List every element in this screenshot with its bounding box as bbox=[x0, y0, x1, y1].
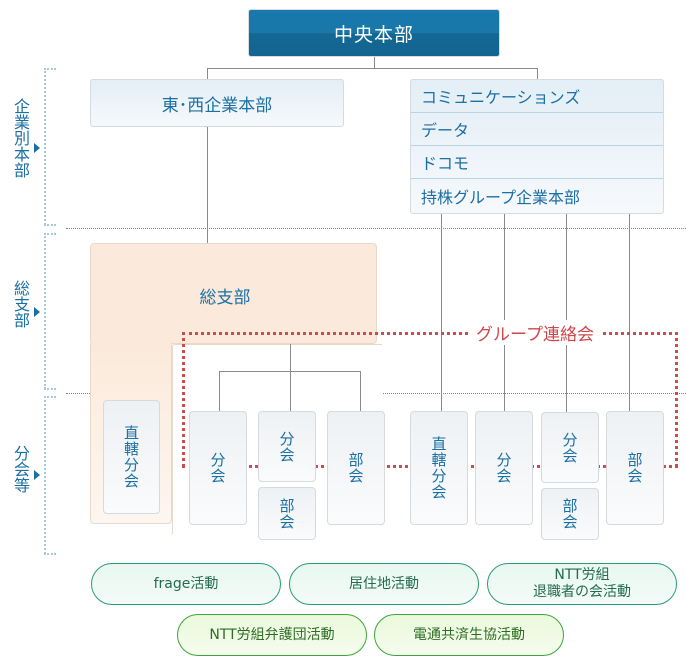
unit-bunkai-right[interactable]: 分会 bbox=[475, 411, 533, 525]
corp-item-communications[interactable]: コミュニケーションズ bbox=[411, 80, 663, 113]
bracket-tick bbox=[44, 553, 56, 555]
connector bbox=[290, 344, 291, 412]
activity-label: frage活動 bbox=[153, 575, 219, 592]
unit-bukai-left[interactable]: 部会 bbox=[327, 411, 385, 525]
bracket-tick bbox=[44, 388, 56, 390]
activity-label: 居住地活動 bbox=[349, 575, 419, 592]
unit-bunkai-left[interactable]: 分会 bbox=[189, 411, 247, 525]
arrow-right-icon bbox=[34, 470, 40, 480]
connector bbox=[207, 68, 537, 69]
unit-label: 部会 bbox=[346, 452, 365, 484]
connector bbox=[504, 214, 505, 412]
unit-label: 部会 bbox=[560, 498, 579, 530]
unit-label: 分会 bbox=[277, 430, 296, 463]
corp-item-holdings[interactable]: 持株グループ企業本部 bbox=[421, 187, 581, 207]
unit-label: 分会 bbox=[560, 431, 579, 464]
central-hq-box[interactable]: 中央本部 bbox=[248, 9, 500, 57]
unit-bukai-right[interactable]: 部会 bbox=[606, 411, 664, 525]
unit-label: 部会 bbox=[625, 452, 644, 484]
connector bbox=[441, 214, 442, 412]
side-label-enterprise: 企業別本部 bbox=[11, 98, 30, 178]
connector bbox=[207, 68, 208, 244]
bracket-tick bbox=[44, 233, 56, 235]
activity-label-line1: NTT労組 bbox=[554, 567, 610, 583]
unit-direct-right[interactable]: 直轄分会 bbox=[410, 411, 468, 525]
bracket-units bbox=[44, 396, 46, 554]
unit-label: 直轄分会 bbox=[429, 436, 448, 500]
activity-residence[interactable]: 居住地活動 bbox=[289, 563, 479, 605]
group-liaison-border bbox=[675, 332, 678, 467]
side-label-units: 分会等 bbox=[11, 445, 30, 493]
unit-direct-left[interactable]: 直轄分会 bbox=[103, 400, 160, 514]
group-liaison-label: グループ連絡会 bbox=[470, 320, 600, 345]
branch-label: 総支部 bbox=[199, 288, 251, 308]
unit-label: 分会 bbox=[494, 452, 513, 484]
connector bbox=[566, 214, 567, 412]
bracket-tick bbox=[44, 396, 56, 398]
corp-item-data[interactable]: データ bbox=[411, 113, 663, 146]
bracket-tick bbox=[44, 224, 56, 226]
group-liaison-border bbox=[182, 332, 185, 467]
arrow-right-icon bbox=[34, 307, 40, 317]
bracket-branch bbox=[44, 233, 46, 389]
group-liaison-border bbox=[182, 332, 678, 335]
activity-label-line2: 退職者の会活動 bbox=[533, 584, 631, 600]
unit-bunkai2-right[interactable]: 分会 bbox=[541, 412, 599, 483]
bracket-tick bbox=[44, 68, 56, 70]
unit-bunkai2-left[interactable]: 分会 bbox=[258, 411, 316, 482]
corp-item-docomo[interactable]: ドコモ bbox=[411, 146, 663, 179]
activity-lawyers[interactable]: NTT労組弁護団活動 bbox=[177, 614, 367, 656]
corp-list-box: コミュニケーションズ データ ドコモ 持株グループ企業本部 bbox=[410, 79, 664, 214]
unit-label: 分会 bbox=[208, 452, 227, 484]
unit-bukai-small-left[interactable]: 部会 bbox=[258, 487, 316, 540]
bracket-enterprise bbox=[44, 68, 46, 225]
branch-box[interactable] bbox=[90, 243, 377, 344]
activity-retirees[interactable]: NTT労組退職者の会活動 bbox=[487, 563, 677, 605]
activity-label: 電通共済生協活動 bbox=[413, 626, 525, 643]
connector bbox=[374, 57, 375, 69]
level-divider bbox=[66, 228, 686, 229]
connector bbox=[537, 68, 538, 79]
activity-frage[interactable]: frage活動 bbox=[91, 563, 281, 605]
connector bbox=[360, 371, 361, 412]
unit-bukai-small-right[interactable]: 部会 bbox=[541, 488, 599, 540]
unit-label: 部会 bbox=[277, 497, 296, 530]
east-west-hq-box[interactable]: 東･西企業本部 bbox=[90, 79, 344, 127]
arrow-right-icon bbox=[34, 143, 40, 153]
side-label-branch: 総支部 bbox=[11, 280, 30, 328]
connector bbox=[629, 214, 630, 412]
activity-coop[interactable]: 電通共済生協活動 bbox=[374, 614, 564, 656]
activity-label: NTT労組弁護団活動 bbox=[209, 626, 335, 643]
unit-label: 直轄分会 bbox=[122, 425, 140, 489]
connector bbox=[219, 371, 220, 412]
connector bbox=[219, 371, 360, 372]
